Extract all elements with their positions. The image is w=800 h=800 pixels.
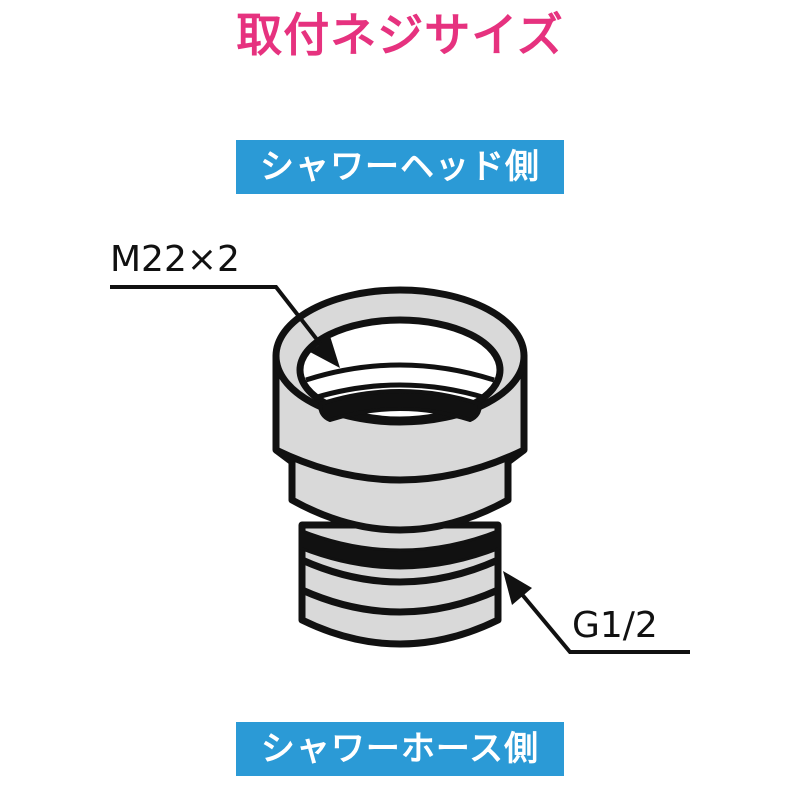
lower-thread-ring [300,586,500,616]
thread-size-g12: G1/2 [572,605,658,646]
lower-thread-ring [300,556,500,586]
inner-seal [318,389,482,422]
leader-line-bottom [518,590,690,654]
leader-arrow-bottom [503,571,532,605]
shower-head-side-label: シャワーヘッド側 [236,140,564,194]
o-ring [298,528,502,570]
thread-size-m22: M22×2 [110,239,240,280]
nut-ridge [274,446,526,484]
diagram-title: 取付ネジサイズ [236,8,564,62]
inner-thread-ring [305,362,495,383]
leader-arrow-top [310,336,340,368]
shower-hose-side-label: シャワーホース側 [236,722,564,776]
leader-line-top [110,285,324,348]
inner-thread-ring [313,382,487,401]
